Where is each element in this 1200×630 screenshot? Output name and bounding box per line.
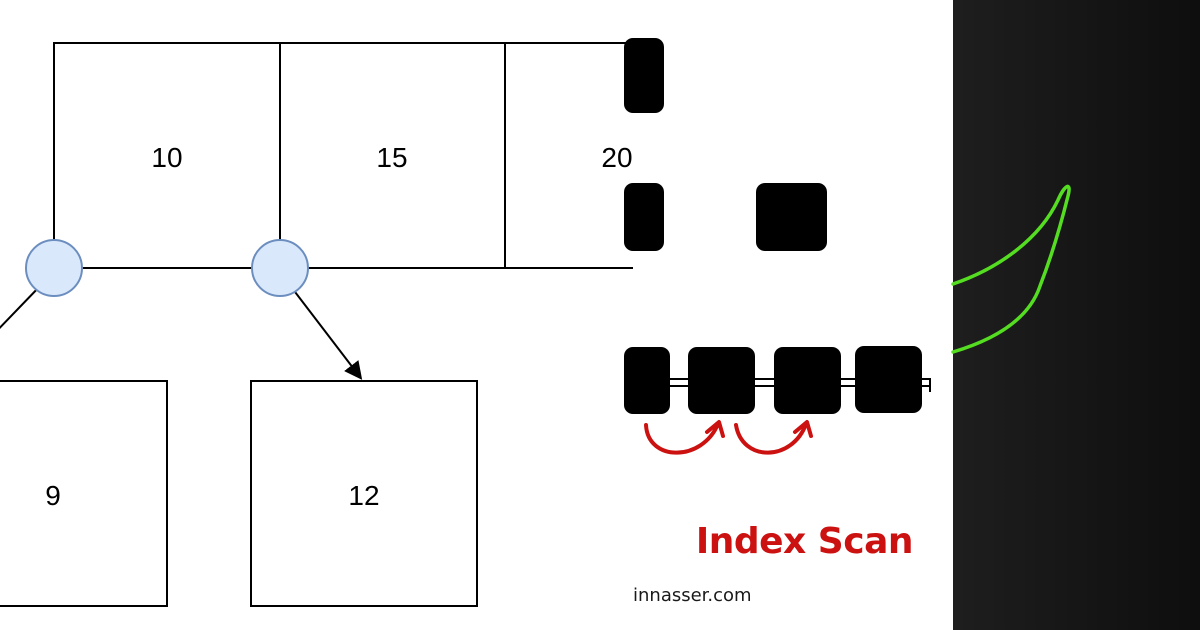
leaf-block [774, 347, 841, 414]
site-label: innasser.com [633, 585, 752, 606]
root-key-cell [53, 42, 281, 269]
index-block [756, 183, 827, 251]
root-key-label: 10 [151, 142, 182, 173]
root-key-label: 15 [376, 142, 407, 173]
child-pointer [251, 239, 309, 297]
child-node: 9 [0, 380, 168, 607]
index-block [624, 183, 664, 251]
scan-arrow [644, 420, 725, 455]
root-key-label: 20 [601, 142, 632, 173]
leaf-block [688, 347, 755, 414]
leaf-block [624, 347, 670, 414]
tree-edge [0, 283, 43, 330]
tree-edge [291, 287, 363, 380]
btree-diagram: 10 15 20 9 12 [0, 42, 633, 607]
child-key-label: 12 [348, 480, 379, 511]
root-key-cell [279, 42, 506, 269]
scan-arrow [734, 420, 813, 455]
root-node: 10 15 20 [53, 42, 633, 269]
child-pointer [25, 239, 83, 297]
root-key-cell [504, 42, 633, 269]
index-scan-illustration: Index Scan innasser.com [624, 38, 931, 606]
dark-panel [951, 0, 1200, 630]
leaf-block [855, 346, 922, 413]
diagram-title: Index Scan [696, 521, 913, 562]
green-accent-stroke [951, 184, 1071, 354]
index-block [624, 38, 664, 113]
child-node: 12 [250, 380, 478, 607]
child-key-label: 9 [45, 480, 61, 511]
